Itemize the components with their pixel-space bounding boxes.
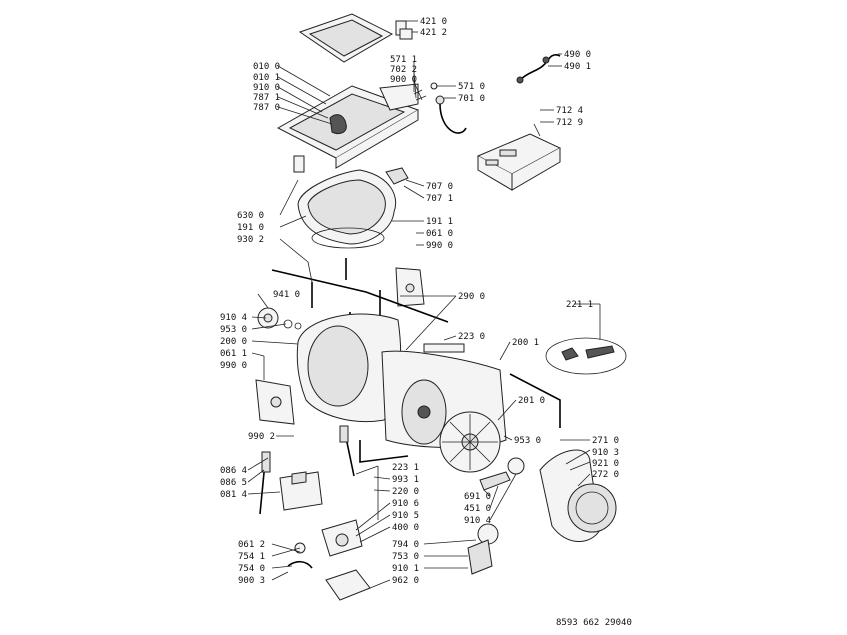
label-010-0: 010 0 xyxy=(253,62,280,72)
label-271-0: 271 0 xyxy=(592,436,619,446)
drain-pump xyxy=(321,519,363,557)
label-990-0-top: 990 0 xyxy=(426,241,453,251)
back-cover xyxy=(539,449,617,542)
label-953-0-right: 953 0 xyxy=(514,436,541,446)
label-490-1: 490 1 xyxy=(564,62,591,72)
label-061-0: 061 0 xyxy=(426,229,453,239)
bearing-right xyxy=(507,457,525,475)
label-081-4: 081 4 xyxy=(220,490,247,500)
frame-lines xyxy=(271,269,561,463)
label-990-2: 990 2 xyxy=(248,432,275,442)
parts-artwork xyxy=(255,13,627,601)
part-707 xyxy=(385,167,409,185)
label-223-0: 223 0 xyxy=(458,332,485,342)
label-223-1: 223 1 xyxy=(392,463,419,473)
label-707-1: 707 1 xyxy=(426,194,453,204)
label-754-1: 754 1 xyxy=(238,552,265,562)
label-910-4-left: 910 4 xyxy=(220,313,247,323)
label-962-0: 962 0 xyxy=(392,576,419,586)
hinge-parts xyxy=(395,20,413,40)
label-787-1: 787 1 xyxy=(253,93,280,103)
label-201-0: 201 0 xyxy=(518,396,545,406)
label-220-0: 220 0 xyxy=(392,487,419,497)
control-panel xyxy=(476,123,562,191)
lid-cover xyxy=(298,13,394,63)
label-990-0-left: 990 0 xyxy=(220,361,247,371)
part-labels: 421 0 421 2 010 0 010 1 910 0 787 1 787 … xyxy=(220,17,619,586)
label-910-4-right: 910 4 xyxy=(464,516,491,526)
label-421-0: 421 0 xyxy=(420,17,447,27)
label-200-0: 200 0 xyxy=(220,337,247,347)
label-400-0: 400 0 xyxy=(392,523,419,533)
hose-754 xyxy=(287,542,313,569)
label-086-4: 086 4 xyxy=(220,466,247,476)
label-712-9: 712 9 xyxy=(556,118,583,128)
label-221-1: 221 1 xyxy=(566,300,593,310)
label-930-2: 930 2 xyxy=(237,235,264,245)
gasket xyxy=(311,227,385,249)
label-921-0: 921 0 xyxy=(592,459,619,469)
label-701-0: 701 0 xyxy=(458,94,485,104)
label-910-6: 910 6 xyxy=(392,499,419,509)
label-086-5: 086 5 xyxy=(220,478,247,488)
label-910-0: 910 0 xyxy=(253,83,280,93)
label-993-1: 993 1 xyxy=(392,475,419,485)
label-571-0: 571 0 xyxy=(458,82,485,92)
bearing-left xyxy=(257,307,302,330)
label-707-0: 707 0 xyxy=(426,182,453,192)
part-223 xyxy=(423,343,465,353)
pulley xyxy=(439,411,501,473)
label-941-0: 941 0 xyxy=(273,290,300,300)
outer-tub xyxy=(296,313,402,423)
label-753-0: 753 0 xyxy=(392,552,419,562)
hose-701 xyxy=(439,103,467,134)
label-910-1: 910 1 xyxy=(392,564,419,574)
label-953-0-left: 953 0 xyxy=(220,325,247,335)
label-702-2: 702 2 xyxy=(390,65,417,75)
label-061-2: 061 2 xyxy=(238,540,265,550)
label-787-0: 787 0 xyxy=(253,103,280,113)
label-061-1: 061 1 xyxy=(220,349,247,359)
pump-box xyxy=(279,471,323,511)
label-712-4: 712 4 xyxy=(556,106,583,116)
side-cover-left xyxy=(255,379,295,425)
label-571-1: 571 1 xyxy=(390,55,417,65)
label-794-0: 794 0 xyxy=(392,540,419,550)
label-900-0: 900 0 xyxy=(390,75,417,85)
document-number: 8593 662 29040 xyxy=(556,618,632,628)
label-272-0: 272 0 xyxy=(592,470,619,480)
label-754-0: 754 0 xyxy=(238,564,265,574)
hose-490 xyxy=(516,54,561,84)
label-900-3: 900 3 xyxy=(238,576,265,586)
label-910-3: 910 3 xyxy=(592,448,619,458)
label-691-0: 691 0 xyxy=(464,492,491,502)
label-191-0: 191 0 xyxy=(237,223,264,233)
label-910-5: 910 5 xyxy=(392,511,419,521)
drain-tray xyxy=(325,569,371,601)
filter xyxy=(467,523,499,575)
side-cover-right xyxy=(395,267,425,307)
top-frame xyxy=(276,83,420,169)
label-290-0: 290 0 xyxy=(458,292,485,302)
heater xyxy=(479,471,511,491)
label-200-1: 200 1 xyxy=(512,338,539,348)
detail-bubble xyxy=(545,337,627,375)
plate-630 xyxy=(293,155,305,173)
label-451-0: 451 0 xyxy=(464,504,491,514)
label-630-0: 630 0 xyxy=(237,211,264,221)
label-421-2: 421 2 xyxy=(420,28,447,38)
label-490-0: 490 0 xyxy=(564,50,591,60)
tub-ring xyxy=(297,169,397,245)
leader-lines xyxy=(247,20,601,589)
label-191-1: 191 1 xyxy=(426,217,453,227)
label-010-1: 010 1 xyxy=(253,73,280,83)
